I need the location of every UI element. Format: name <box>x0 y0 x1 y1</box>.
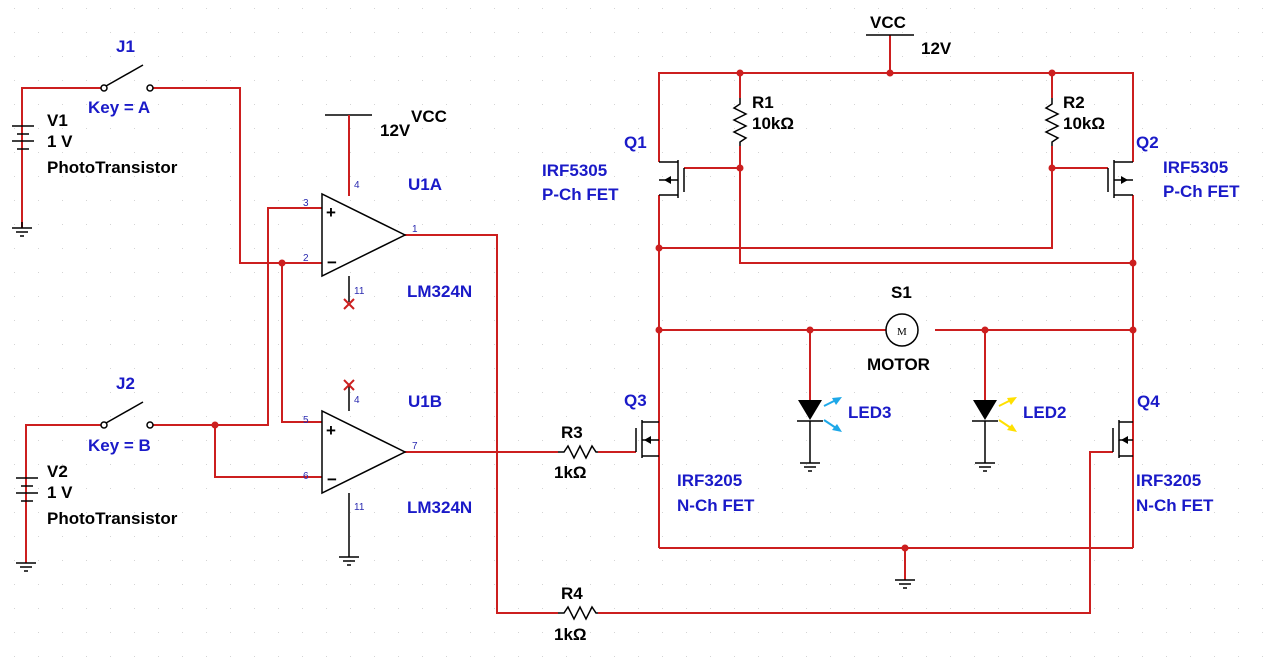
u1b-pin-noninv: 5 <box>303 415 309 426</box>
no-connect-u1b-icon <box>343 379 355 391</box>
r2-ref: R2 <box>1063 93 1085 112</box>
r1-resistor[interactable]: R1 10kΩ <box>732 93 794 146</box>
vcc-opamp-label: VCC <box>411 107 447 126</box>
vcc-opamp[interactable]: VCC 12V <box>325 107 447 196</box>
motor-icon: M <box>897 326 907 338</box>
r2-resistor[interactable]: R2 10kΩ <box>1044 93 1105 146</box>
r4-resistor[interactable]: R4 1kΩ <box>554 584 598 644</box>
u1a-part: LM324N <box>407 282 472 301</box>
u1b-minus-sign: − <box>327 470 337 489</box>
u1a-pin-vminus: 11 <box>354 286 365 297</box>
j1-key: Key = A <box>88 98 150 117</box>
v1-value: 1 V <box>47 132 73 151</box>
led3[interactable]: LED3 <box>797 397 891 463</box>
ground-u1b-icon <box>339 556 359 566</box>
s1-name: MOTOR <box>867 355 930 374</box>
u1b-pin-vplus: 4 <box>354 395 360 406</box>
r3-resistor[interactable]: R3 1kΩ <box>554 423 598 482</box>
j2-switch[interactable]: J2 Key = B <box>88 374 154 455</box>
j2-key: Key = B <box>88 436 151 455</box>
led3-light-icon <box>823 397 842 432</box>
q3-ref: Q3 <box>624 391 647 410</box>
u1b-pin-inv: 6 <box>303 471 309 482</box>
led3-ref: LED3 <box>848 403 891 422</box>
ground-v2-icon <box>16 562 36 572</box>
u1a-opamp[interactable]: + − 3 2 1 4 11 U1A LM324N <box>303 175 472 302</box>
v2-value: 1 V <box>47 483 73 502</box>
q2-type: P-Ch FET <box>1163 182 1240 201</box>
vcc-top-label: VCC <box>870 13 906 32</box>
j1-ref: J1 <box>116 37 135 56</box>
q4-ref: Q4 <box>1137 392 1160 411</box>
ground-bridge-icon <box>895 579 915 589</box>
u1a-pin-noninv: 3 <box>303 198 309 209</box>
j2-ref: J2 <box>116 374 135 393</box>
u1a-plus-sign: + <box>326 203 336 222</box>
s1-ref: S1 <box>891 283 912 302</box>
j1-switch[interactable]: J1 Key = A <box>88 37 154 117</box>
v2-ref: V2 <box>47 462 68 481</box>
r1-ref: R1 <box>752 93 774 112</box>
q2-part: IRF5305 <box>1163 158 1228 177</box>
u1b-part: LM324N <box>407 498 472 517</box>
q3-type: N-Ch FET <box>677 496 755 515</box>
u1b-plus-sign: + <box>326 421 336 440</box>
v1-name: PhotoTransistor <box>47 158 178 177</box>
ground-led3-icon <box>800 462 820 472</box>
junction-dots <box>211 69 1137 552</box>
q4-mosfet[interactable]: Q4 IRF3205 N-Ch FET <box>1112 392 1214 515</box>
q1-ref: Q1 <box>624 133 647 152</box>
vcc-top[interactable]: VCC 12V <box>866 13 952 58</box>
s1-motor[interactable]: M S1 MOTOR <box>867 283 930 374</box>
wires <box>21 35 1134 614</box>
r3-value: 1kΩ <box>554 463 587 482</box>
v1-ref: V1 <box>47 111 68 130</box>
u1a-minus-sign: − <box>327 253 337 272</box>
q2-mosfet[interactable]: Q2 IRF5305 P-Ch FET <box>1107 133 1240 201</box>
led2-ref: LED2 <box>1023 403 1066 422</box>
q1-type: P-Ch FET <box>542 185 619 204</box>
q1-mosfet[interactable]: Q1 IRF5305 P-Ch FET <box>542 133 685 204</box>
led2[interactable]: LED2 <box>972 397 1066 463</box>
v2-name: PhotoTransistor <box>47 509 178 528</box>
q3-part: IRF3205 <box>677 471 742 490</box>
vcc-top-voltage: 12V <box>921 39 952 58</box>
u1a-pin-inv: 2 <box>303 253 309 264</box>
r3-ref: R3 <box>561 423 583 442</box>
q2-ref: Q2 <box>1136 133 1159 152</box>
u1b-pin-vminus: 11 <box>354 502 365 513</box>
u1b-ref: U1B <box>408 392 442 411</box>
u1b-opamp[interactable]: + − 5 6 7 4 11 U1B LM324N <box>303 385 472 557</box>
ground-v1-icon <box>12 222 32 237</box>
no-connect-u1a-icon <box>343 298 355 310</box>
r4-ref: R4 <box>561 584 583 603</box>
q3-mosfet[interactable]: Q3 IRF3205 N-Ch FET <box>624 391 755 515</box>
r2-value: 10kΩ <box>1063 114 1105 133</box>
ground-led2-icon <box>975 462 995 472</box>
u1a-pin-vplus: 4 <box>354 180 360 191</box>
led2-light-icon <box>998 397 1017 432</box>
r4-value: 1kΩ <box>554 625 587 644</box>
vcc-opamp-voltage: 12V <box>380 121 411 140</box>
v2-source[interactable]: V2 1 V PhotoTransistor <box>16 462 178 528</box>
q4-part: IRF3205 <box>1136 471 1201 490</box>
u1a-ref: U1A <box>408 175 442 194</box>
v1-source[interactable]: V1 1 V PhotoTransistor <box>12 111 178 177</box>
u1a-pin-out: 1 <box>412 224 418 235</box>
q4-type: N-Ch FET <box>1136 496 1214 515</box>
q1-part: IRF5305 <box>542 161 607 180</box>
u1b-pin-out: 7 <box>412 441 418 452</box>
r1-value: 10kΩ <box>752 114 794 133</box>
